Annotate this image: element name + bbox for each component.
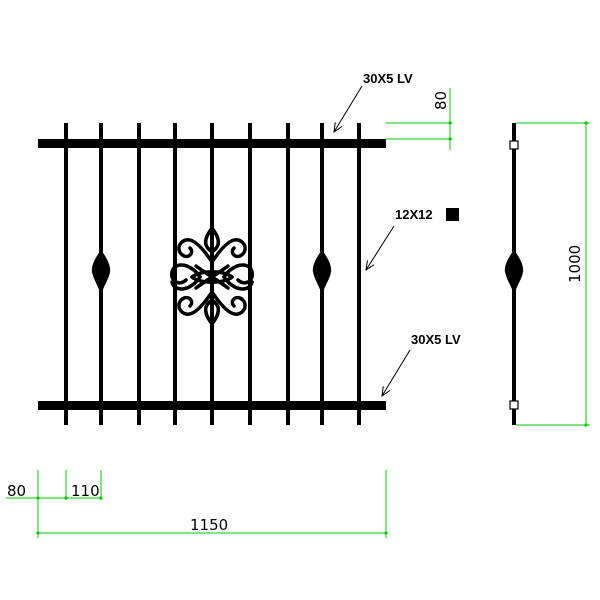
height-dimension: 1000 [566,245,584,283]
left-offset-dimension: 80 [7,482,26,500]
scroll-ornament [170,226,254,326]
leaf-ornament-right [312,250,332,294]
dimension-lines [6,88,590,538]
bottom-rail-leader [382,349,411,396]
leaf-ornament-left [91,250,111,294]
bottom-rail [38,401,386,410]
top-rail-leader [334,85,363,132]
width-dimension: 1150 [190,516,228,534]
side-top-rail [509,140,519,150]
dimension-ticks [36,121,588,535]
bar-leader [366,225,395,270]
top-offset-dimension: 80 [432,91,450,110]
bar-section-symbol [446,208,459,221]
bottom-rail-label: 30X5 LV [411,332,461,347]
front-elevation: 30X5 LV 12X12 30X5 LV [38,71,461,425]
vertical-bars [64,123,361,425]
side-bottom-rail [509,400,519,410]
bar-size-label: 12X12 [395,207,433,222]
top-rail-label: 30X5 LV [363,71,413,86]
top-rail [38,139,386,148]
side-elevation [504,123,524,425]
bar-spacing-dimension: 110 [71,482,100,500]
side-leaf-ornament [504,250,524,294]
